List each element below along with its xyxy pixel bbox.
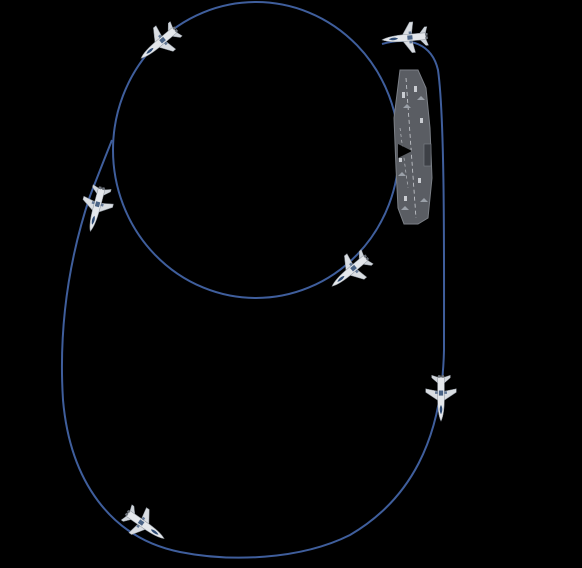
fighter-jet-icon	[75, 182, 118, 236]
aircraft-carrier-icon	[393, 69, 433, 225]
fighter-jet-icon	[380, 20, 430, 56]
fighter-jet-icon	[425, 374, 457, 422]
lower-loop-path	[60, 40, 446, 559]
heading-marker-icon	[398, 144, 412, 158]
fighter-jet-icon	[117, 499, 174, 552]
fighter-jet-icon	[321, 244, 378, 299]
